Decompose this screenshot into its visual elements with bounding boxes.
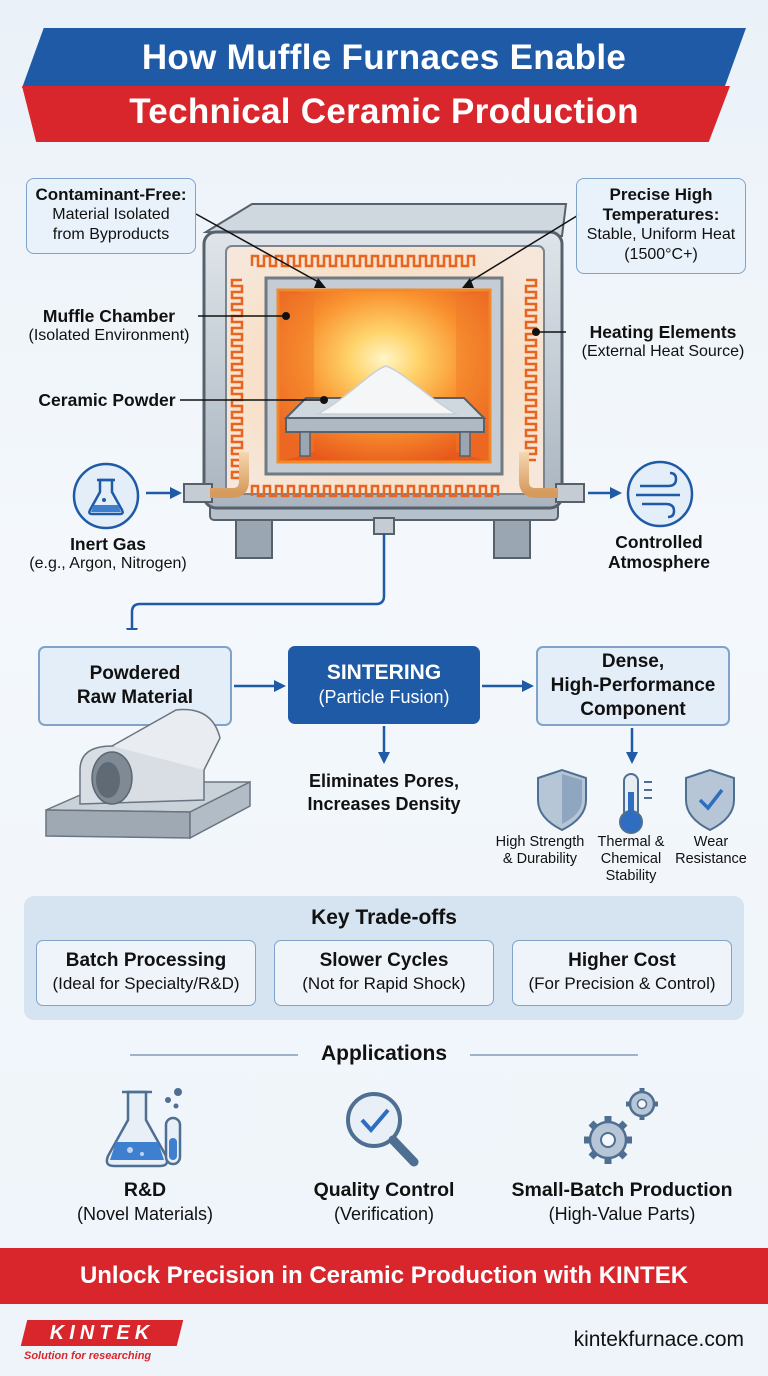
wind-icon <box>626 460 694 528</box>
kintek-logo-text: KINTEK <box>49 1322 155 1344</box>
applications-title: Applications <box>320 1042 447 1065</box>
inert-gas-label: Inert Gas (e.g., Argon, Nitrogen) <box>29 534 187 572</box>
muffle-furnace-diagram <box>72 203 694 630</box>
kintek-tagline: Solution for researching <box>24 1350 152 1362</box>
heating-coil-right <box>524 278 538 462</box>
title-banner-red <box>22 86 730 142</box>
tradeoff-slower-cycles: Slower Cycles(Not for Rapid Shock) <box>274 940 494 1006</box>
heating-coil-top <box>250 254 476 268</box>
shield-check-icon <box>685 768 735 832</box>
thermometer-icon <box>619 773 652 834</box>
gas-outlet-pipe <box>519 452 558 498</box>
sintering-box: SINTERING (Particle Fusion) <box>288 646 480 724</box>
process-arrows <box>45 680 735 840</box>
title-line-2: Technical Ceramic Production <box>129 92 639 131</box>
shield-icon <box>537 768 587 832</box>
dense-component-box: Dense, High-Performance Component <box>536 646 730 726</box>
gas-inlet-pipe <box>210 452 249 498</box>
benefit-high-strength: High Strength& Durability <box>495 834 585 867</box>
title-line-1: How Muffle Furnaces Enable <box>141 38 627 77</box>
flask-gas-icon <box>72 462 140 530</box>
tradeoff-batch-processing: Batch Processing(Ideal for Specialty/R&D… <box>36 940 256 1006</box>
applications-divider-left <box>130 1054 298 1056</box>
application-quality-control: Quality Control(Verification) <box>313 1179 455 1224</box>
application-rnd: R&D(Novel Materials) <box>76 1179 214 1224</box>
powdered-raw-material-box: Powdered Raw Material <box>38 646 232 726</box>
title-banner-blue <box>22 28 746 88</box>
magnifier-check-icon <box>346 1092 419 1167</box>
applications-icons <box>105 1088 658 1168</box>
ceramic-powder-pile <box>315 365 459 415</box>
gears-icon <box>584 1088 658 1164</box>
heating-elements-label: Heating Elements (External Heat Source) <box>581 322 745 360</box>
footer-cta-banner: Unlock Precision in Ceramic Production w… <box>0 1248 768 1304</box>
controlled-atmosphere-label: Controlled Atmosphere <box>607 532 711 572</box>
heating-coil-left <box>230 278 244 480</box>
eliminates-pores-note: Eliminates Pores, Increases Density <box>307 771 461 814</box>
application-small-batch: Small-Batch Production(High-Value Parts) <box>511 1179 733 1224</box>
website-link[interactable]: kintekfurnace.com <box>573 1328 744 1351</box>
contaminant-free-callout: Contaminant-Free: Material Isolated from… <box>26 178 196 254</box>
precise-temperature-callout: Precise High Temperatures: Stable, Unifo… <box>576 178 746 274</box>
ceramic-component-icon <box>45 708 251 840</box>
ceramic-powder-label: Ceramic Powder <box>38 390 176 410</box>
tradeoff-higher-cost: Higher Cost(For Precision & Control) <box>512 940 732 1006</box>
flask-icon <box>105 1088 182 1168</box>
muffle-chamber-label: Muffle Chamber (Isolated Environment) <box>28 306 190 344</box>
heating-coil-bottom <box>250 484 500 498</box>
applications-divider-right <box>470 1054 638 1056</box>
tradeoffs-title: Key Trade-offs <box>311 906 457 929</box>
leader-lines <box>180 213 581 401</box>
